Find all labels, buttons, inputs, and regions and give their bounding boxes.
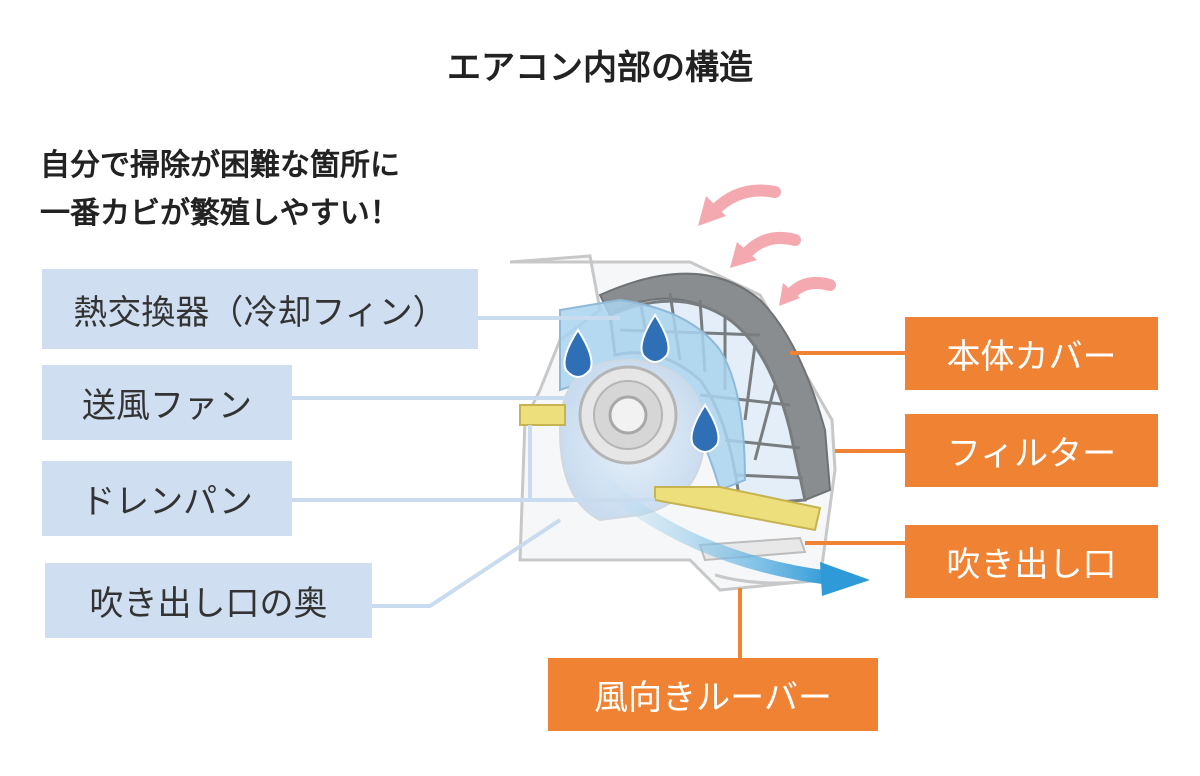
label-body-cover: 本体カバー: [905, 317, 1158, 390]
label-filter: フィルター: [905, 414, 1158, 487]
blower-fan-shape: [578, 365, 678, 465]
label-outlet-back: 吹き出し口の奥: [45, 563, 372, 638]
left-leader-lines: [292, 316, 655, 608]
droplet-icon: [563, 328, 593, 378]
droplet-icon: [690, 403, 720, 453]
mold-note-line-1: 自分で掃除が困難な箇所に: [40, 148, 400, 183]
water-droplets: [563, 313, 720, 453]
right-leader-lines: [738, 351, 905, 658]
label-louver: 風向きルーバー: [548, 658, 878, 731]
airflow-in-arrows: [709, 184, 836, 301]
label-drain-pan: ドレンパン: [42, 461, 292, 536]
mold-note-line-2: 一番カビが繁殖しやすい！: [40, 196, 400, 231]
label-outlet: 吹き出し口: [905, 525, 1158, 598]
label-blower-fan: 送風ファン: [42, 365, 292, 440]
page-title: エアコン内部の構造: [447, 48, 753, 88]
label-heat-exchanger: 熱交換器（冷却フィン）: [42, 269, 478, 349]
droplet-icon: [640, 313, 670, 363]
